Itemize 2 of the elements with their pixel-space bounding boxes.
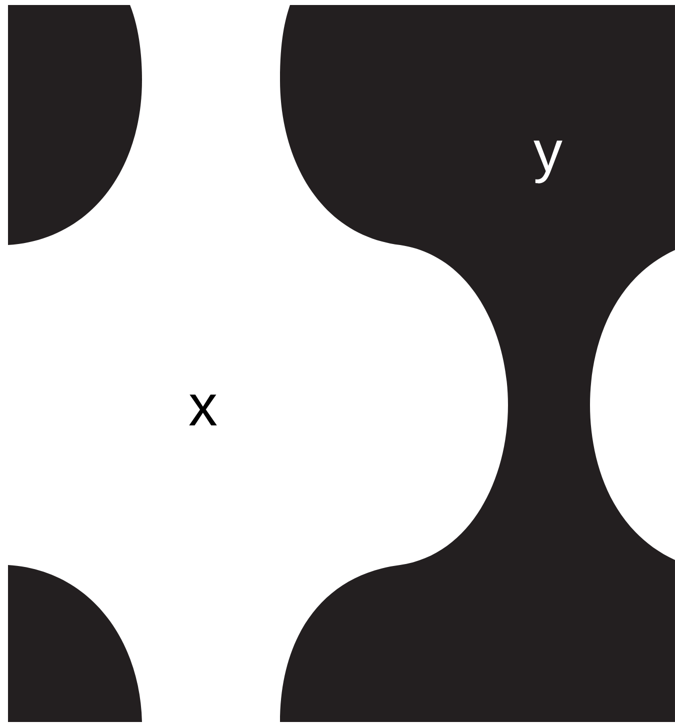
region-label: y (534, 140, 562, 184)
region-label: x (189, 394, 217, 426)
